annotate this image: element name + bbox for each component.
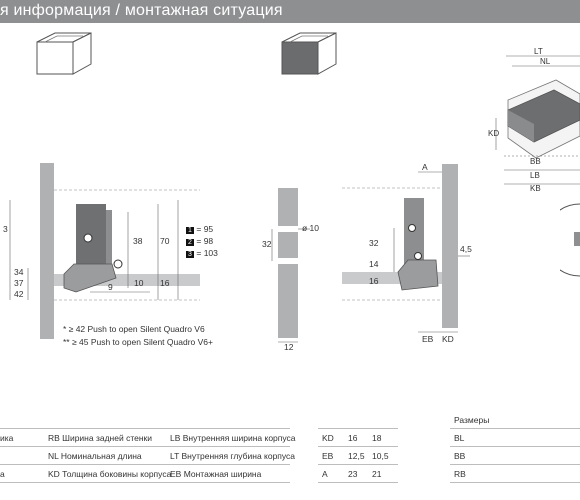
drawer-solid-icon (281, 32, 337, 75)
value-row-label: A (322, 469, 328, 479)
dim-9: 9 (108, 282, 113, 292)
note-push-v6: * ≥ 42 Push to open Silent Quadro V6 (63, 324, 205, 334)
legend-item-1: 1 = 95 (186, 224, 213, 234)
legend-cell: а (0, 469, 5, 479)
value-row-label: EB (322, 451, 334, 461)
drawer-outline-icon (36, 32, 92, 75)
table-divider (450, 482, 580, 483)
section-header: я информация / монтажная ситуация (0, 0, 580, 23)
table-divider (318, 428, 398, 429)
legend-text-2: = 98 (196, 236, 214, 246)
legend-cell: ика (0, 433, 14, 443)
dim-34: 34 (14, 267, 24, 277)
iso-label-kb: KB (530, 184, 541, 193)
dim-38: 38 (133, 236, 143, 246)
legend-num-2: 2 (186, 239, 194, 246)
dim-70: 70 (160, 236, 170, 246)
iso-label-kd: KD (488, 129, 499, 138)
legend-item-2: 2 = 98 (186, 236, 213, 246)
value-cell: 10,5 (372, 451, 389, 461)
legend-num-3: 3 (186, 251, 194, 258)
section-title: я информация / монтажная ситуация (0, 2, 283, 19)
dim-kd: KD (442, 334, 454, 344)
value-cell: 12,5 (348, 451, 365, 461)
table-divider (450, 428, 580, 429)
sizes-row: BB (454, 451, 466, 461)
dim-4-5: 4,5 (460, 244, 472, 254)
detail-circle (560, 203, 580, 277)
note-push-v6plus: ** ≥ 45 Push to open Silent Quadro V6+ (63, 337, 213, 347)
iso-label-nl: NL (540, 57, 551, 66)
table-divider (318, 446, 398, 447)
value-cell: 23 (348, 469, 358, 479)
dim-diam10: ø 10 (302, 223, 319, 233)
legend-cell: LT Внутренняя глубина корпуса (170, 451, 296, 461)
legend-item-3: 3 = 103 (186, 248, 218, 258)
legend-text-3: = 103 (196, 248, 218, 258)
sizes-title: Размеры (454, 415, 490, 425)
table-divider (318, 464, 398, 465)
dim-42: 42 (14, 289, 24, 299)
isometric-drawing: LT NL KD BB LB KB (488, 47, 580, 193)
right-section-drawing: A 32 14 16 4,5 EB KD (342, 162, 472, 344)
value-row-label: KD (322, 433, 334, 443)
table-divider (450, 446, 580, 447)
mid-section-drawing: ø 10 32 12 (262, 188, 319, 352)
dim-right-16: 16 (369, 276, 379, 286)
dim-right-14: 14 (369, 259, 379, 269)
table-divider (450, 464, 580, 465)
dim-10: 10 (134, 278, 144, 288)
table-divider (0, 446, 290, 447)
dim-eb: EB (422, 334, 434, 344)
dim-12: 12 (284, 342, 294, 352)
legend-cell: LB Внутренняя ширина корпуса (170, 433, 296, 443)
legend-num-1: 1 (186, 227, 194, 234)
sizes-row: RB (454, 469, 466, 479)
table-divider (0, 428, 290, 429)
iso-label-lb: LB (530, 171, 540, 180)
dim-mid-32: 32 (262, 239, 272, 249)
dim-a: A (422, 162, 428, 172)
table-divider (0, 482, 290, 483)
dim-16: 16 (160, 278, 170, 288)
table-divider (318, 482, 398, 483)
legend-text-1: = 95 (196, 224, 214, 234)
value-cell: 18 (372, 433, 382, 443)
iso-label-bb: BB (530, 157, 541, 166)
left-section-drawing: 3 38 70 9 10 16 34 37 42 (3, 163, 200, 339)
iso-label-lt: LT (534, 47, 543, 56)
dim-right-32: 32 (369, 238, 379, 248)
legend-cell: NL Номинальная длина (48, 451, 142, 461)
dim-3: 3 (3, 224, 8, 234)
legend-cell: KD Толщина боковины корпуса (48, 469, 172, 479)
legend-cell: EB Монтажная ширина (170, 469, 262, 479)
value-cell: 21 (372, 469, 382, 479)
legend-cell: RB Ширина задней стенки (48, 433, 153, 443)
dim-37: 37 (14, 278, 24, 288)
sizes-row: BL (454, 433, 465, 443)
table-divider (0, 464, 290, 465)
value-cell: 16 (348, 433, 358, 443)
